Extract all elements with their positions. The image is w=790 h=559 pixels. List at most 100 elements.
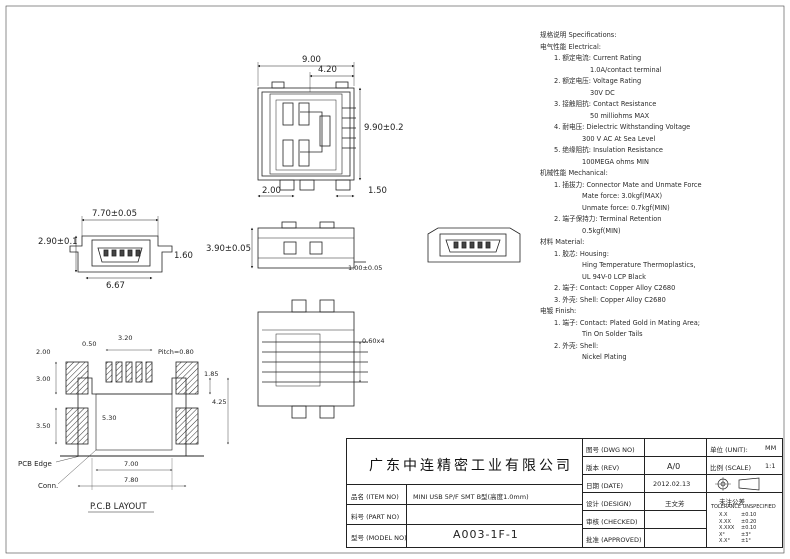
approved-label-cell [583, 529, 645, 547]
end-view [427, 227, 521, 263]
specs-title: 规格说明 Specifications: [540, 31, 617, 39]
tolerance-subtitle: TOLERANCE UNSPECIFIED [711, 504, 776, 510]
item-no-value: MINI USB 5P/F SMT B型(高度1.0mm) [413, 493, 529, 501]
part-value-cell [407, 505, 583, 525]
sheet-border [5, 5, 785, 554]
unit-label: 单位 (UNIT): [710, 446, 748, 454]
voltage-rating-label: 2. 额定电压: Voltage Rating [554, 77, 642, 85]
contact-resistance-value: 50 milliohms MAX [590, 111, 650, 120]
housing-line-2: UL 94V-0 LCP Black [582, 272, 646, 281]
title-block: 广东中连精密工业有限公司 品名 (ITEM NO) 料号 (PART NO) 型… [346, 438, 783, 548]
electrical-heading: 电气性能 Electrical: [540, 42, 601, 51]
tol-row: X.XX±0.20 [719, 518, 757, 525]
dim-top-inner: 4.20 [318, 65, 337, 75]
finish-heading: 电镀 Finish: [540, 307, 577, 315]
checked-label-cell [583, 511, 645, 529]
dim-top-height: 9.90±0.2 [364, 123, 404, 133]
current-rating-value: 1.0A/contact terminal [590, 65, 662, 74]
rev-label: 版本 (REV) [586, 464, 620, 472]
front-view [69, 216, 173, 280]
item-label-cell [347, 485, 407, 505]
dim-pcb-780: 7.80 [124, 476, 138, 484]
date-value-cell [645, 475, 707, 493]
model-no-value: A003-1F-1 [453, 528, 519, 541]
design-label-cell [583, 493, 645, 511]
shell-finish-label: 2. 外壳: Shell: [554, 341, 599, 350]
dim-pcb-530: 5.30 [102, 414, 116, 422]
projection-cell [707, 475, 782, 493]
label-pcb-edge: PCB Edge [18, 460, 52, 468]
scale-cell [707, 457, 782, 475]
contact-finish-label: 1. 端子: Contact: Plated Gold in Mating Ar… [554, 318, 701, 327]
dim-pcb-pitch: Pitch=0.80 [158, 348, 194, 356]
side-view [250, 221, 366, 269]
contact-finish-value: Tin On Solder Tails [582, 330, 643, 338]
specifications-panel: 规格说明 Specifications: 电气性能 Electrical: 1.… [540, 30, 785, 364]
design-label: 设计 (DESIGN) [586, 500, 632, 508]
projection-symbol-icon [715, 477, 760, 491]
unit-value: MM [765, 444, 777, 452]
tol-row: X.X±0.10 [719, 512, 757, 518]
label-conn: Conn. [38, 482, 58, 490]
dim-front-width: 7.70±0.05 [92, 209, 137, 219]
company-cell [347, 439, 583, 485]
dim-front-bottom: 6.67 [106, 281, 125, 291]
mechanical-heading: 机械性能 Mechanical: [540, 169, 608, 177]
unmate-force-value: Unmate force: 0.7kgf(MIN) [582, 203, 670, 212]
approved-label: 批准 (APPROVED) [586, 536, 642, 544]
label-pcb-layout: P.C.B LAYOUT [90, 502, 147, 512]
insulation-value: 100MEGA ohms MIN [582, 157, 649, 166]
material-heading: 材料 Material: [540, 238, 585, 246]
voltage-rating-value: 30V DC [590, 88, 615, 97]
model-value-cell [407, 525, 583, 547]
rev-label-cell [583, 457, 645, 475]
retention-value: 0.5kgf(MIN) [582, 226, 621, 235]
company-name: 广东中连精密工业有限公司 [369, 458, 573, 474]
contact-material: 2. 端子: Contact: Copper Alloy C2680 [554, 284, 676, 292]
tolerance-table: X.X±0.10 X.XX±0.20 X.XXX±0.10 X°±3° X.X°… [719, 512, 756, 545]
design-value: 王文芳 [665, 500, 685, 508]
dim-pcb-700: 7.00 [124, 460, 138, 468]
mate-force-value: Mate force: 3.0kgf(MAX) [582, 192, 663, 200]
dwg-no-label: 图号 (DWG NO) [586, 446, 635, 454]
tol-row: X.X°±1° [719, 538, 751, 544]
tol-row: X°±3° [719, 531, 751, 538]
date-label: 日期 (DATE) [586, 482, 624, 490]
dim-front-right: 1.60 [174, 251, 193, 261]
top-view [257, 62, 362, 198]
part-no-label: 料号 (PART NO) [351, 513, 400, 521]
checked-value-cell [645, 511, 707, 529]
tolerance-title: 未注公差 [719, 498, 745, 506]
bottom-view [257, 299, 368, 419]
model-label-cell [347, 525, 407, 547]
shell-material: 3. 外壳: Shell: Copper Alloy C2680 [554, 295, 666, 304]
part-label-cell [347, 505, 407, 525]
dim-bottom-left: 2.00 [262, 186, 281, 196]
dim-pcb-300: 3.00 [36, 375, 50, 383]
insulation-label: 5. 绝缘阻抗: Insulation Resistance [554, 146, 663, 154]
shell-finish-value: Nickel Plating [582, 353, 627, 361]
dwg-label-cell [583, 439, 645, 457]
tol-row: X.XXX±0.10 [719, 525, 757, 531]
dim-side-height: 3.90±0.05 [206, 244, 251, 254]
item-no-label: 品名 (ITEM NO) [351, 493, 399, 501]
model-no-label: 型号 (MODEL NO) [351, 534, 407, 542]
design-value-cell [645, 493, 707, 511]
date-label-cell [583, 475, 645, 493]
dim-pcb-350: 3.50 [36, 422, 50, 430]
dwg-value-cell [645, 439, 707, 457]
checked-label: 审核 (CHECKED) [586, 518, 638, 526]
dim-pcb-185: 1.85 [204, 370, 218, 378]
dielectric-value: 300 V AC At Sea Level [582, 134, 656, 143]
mate-force-label: 1. 插拔力: Connector Mate and Unmate Force [554, 180, 702, 189]
rev-value-cell [645, 457, 707, 475]
scale-label: 比例 (SCALE) [710, 464, 751, 472]
dim-bottom-right: 1.50 [368, 186, 387, 196]
dim-top-width: 9.00 [302, 55, 321, 65]
rev-value: A/0 [667, 462, 681, 471]
dim-pcb-050: 0.50 [82, 340, 96, 348]
dielectric-label: 4. 耐电压: Dielectric Withstanding Voltage [554, 123, 691, 131]
current-rating-label: 1. 额定电流: Current Rating [554, 54, 642, 62]
item-value-cell [407, 485, 583, 505]
